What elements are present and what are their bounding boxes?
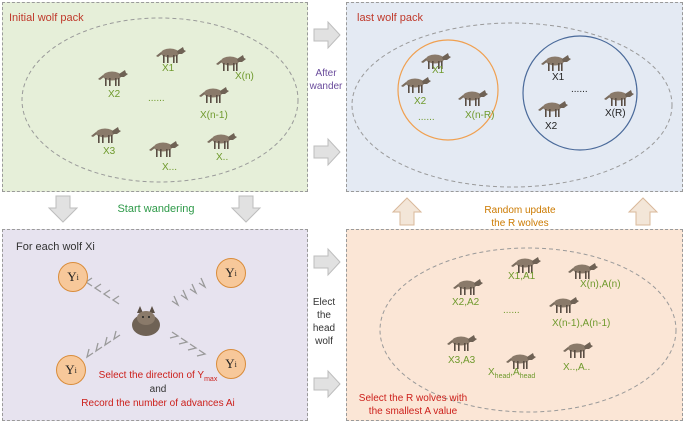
head-wolf-panel (346, 229, 683, 421)
wolf-label: X2 (545, 121, 558, 132)
xhead-ahead-label: Xhead,Ahead (488, 367, 536, 380)
wolf-label: X... (162, 162, 178, 173)
initial-pack-title: Initial wolf pack (9, 12, 84, 24)
wolf-icon (453, 279, 483, 295)
wolf-label: X(n),A(n) (580, 279, 621, 290)
wolf-icon (216, 55, 246, 71)
each-wolf-title: For each wolf Xi (16, 241, 95, 253)
right-group-circle (522, 35, 638, 151)
wolf-label: ...... (503, 305, 520, 316)
wolf-icon (538, 101, 568, 117)
wolf-label: ...... (571, 84, 588, 95)
wolf-icon (604, 90, 634, 106)
wolf-label: X1 (432, 65, 445, 76)
record-advances-caption: Record the number of advances Ai (81, 398, 235, 409)
wolf-label: X1,A1 (508, 271, 536, 282)
last-pack-ellipse (351, 22, 673, 188)
up-arrow-left (391, 197, 423, 226)
wolf-label: ...... (148, 93, 165, 104)
wolf-icon (401, 77, 431, 93)
select-direction-caption: Select the direction of Ymax (98, 370, 218, 383)
wolf-icon (549, 297, 579, 313)
wolf-icon (156, 47, 186, 63)
wolf-label: X(n) (235, 71, 254, 82)
wolf-icon (568, 263, 598, 279)
wolf-label: ...... (418, 112, 435, 123)
wolf-icon (563, 342, 593, 358)
wolf-icon (458, 90, 488, 106)
right-arrow-elect-top (313, 247, 341, 277)
left-group-circle (397, 39, 499, 141)
wolf-icon (207, 133, 237, 149)
wolf-label: X(n-1),A(n-1) (552, 318, 611, 329)
down-arrow-right (230, 195, 262, 223)
right-arrow-top (313, 20, 341, 50)
up-arrow-right (627, 197, 659, 226)
wolf-label: X1 (162, 63, 175, 74)
right-arrow-mid (313, 137, 341, 167)
wolf-label: X2 (108, 89, 121, 100)
wolf-icon (541, 55, 571, 71)
wolf-icon (447, 335, 477, 351)
wolf-label: X(n-R) (465, 110, 495, 121)
down-arrow-left (47, 195, 79, 223)
wolf-label: X2 (414, 96, 427, 107)
wolf-label: X(n-1) (200, 110, 228, 121)
wolf-label: X2,A2 (452, 297, 480, 308)
right-arrow-elect-bottom (313, 369, 341, 399)
wolf-icon (91, 127, 121, 143)
chevron-chains (84, 277, 207, 359)
wolf-label: X3 (103, 146, 116, 157)
wolf-label: X(R) (605, 108, 626, 119)
wolf-label: X3,A3 (448, 355, 476, 366)
initial-wolf-pack-panel (2, 2, 308, 192)
start-wandering-text: Start wandering (117, 203, 195, 215)
and-caption: and (149, 384, 167, 395)
wolf-icon (98, 70, 128, 86)
initial-pack-ellipse (21, 17, 299, 183)
wolf-icon (149, 141, 179, 157)
wolf-label: X1 (552, 72, 565, 83)
wolf-icon (199, 87, 229, 103)
wolf-label: X..,A.. (563, 362, 591, 373)
head-pack-ellipse (379, 247, 677, 413)
head-wolf-icon (132, 306, 160, 336)
wolf-label: X.. (216, 152, 229, 163)
last-pack-title: last wolf pack (357, 12, 424, 24)
